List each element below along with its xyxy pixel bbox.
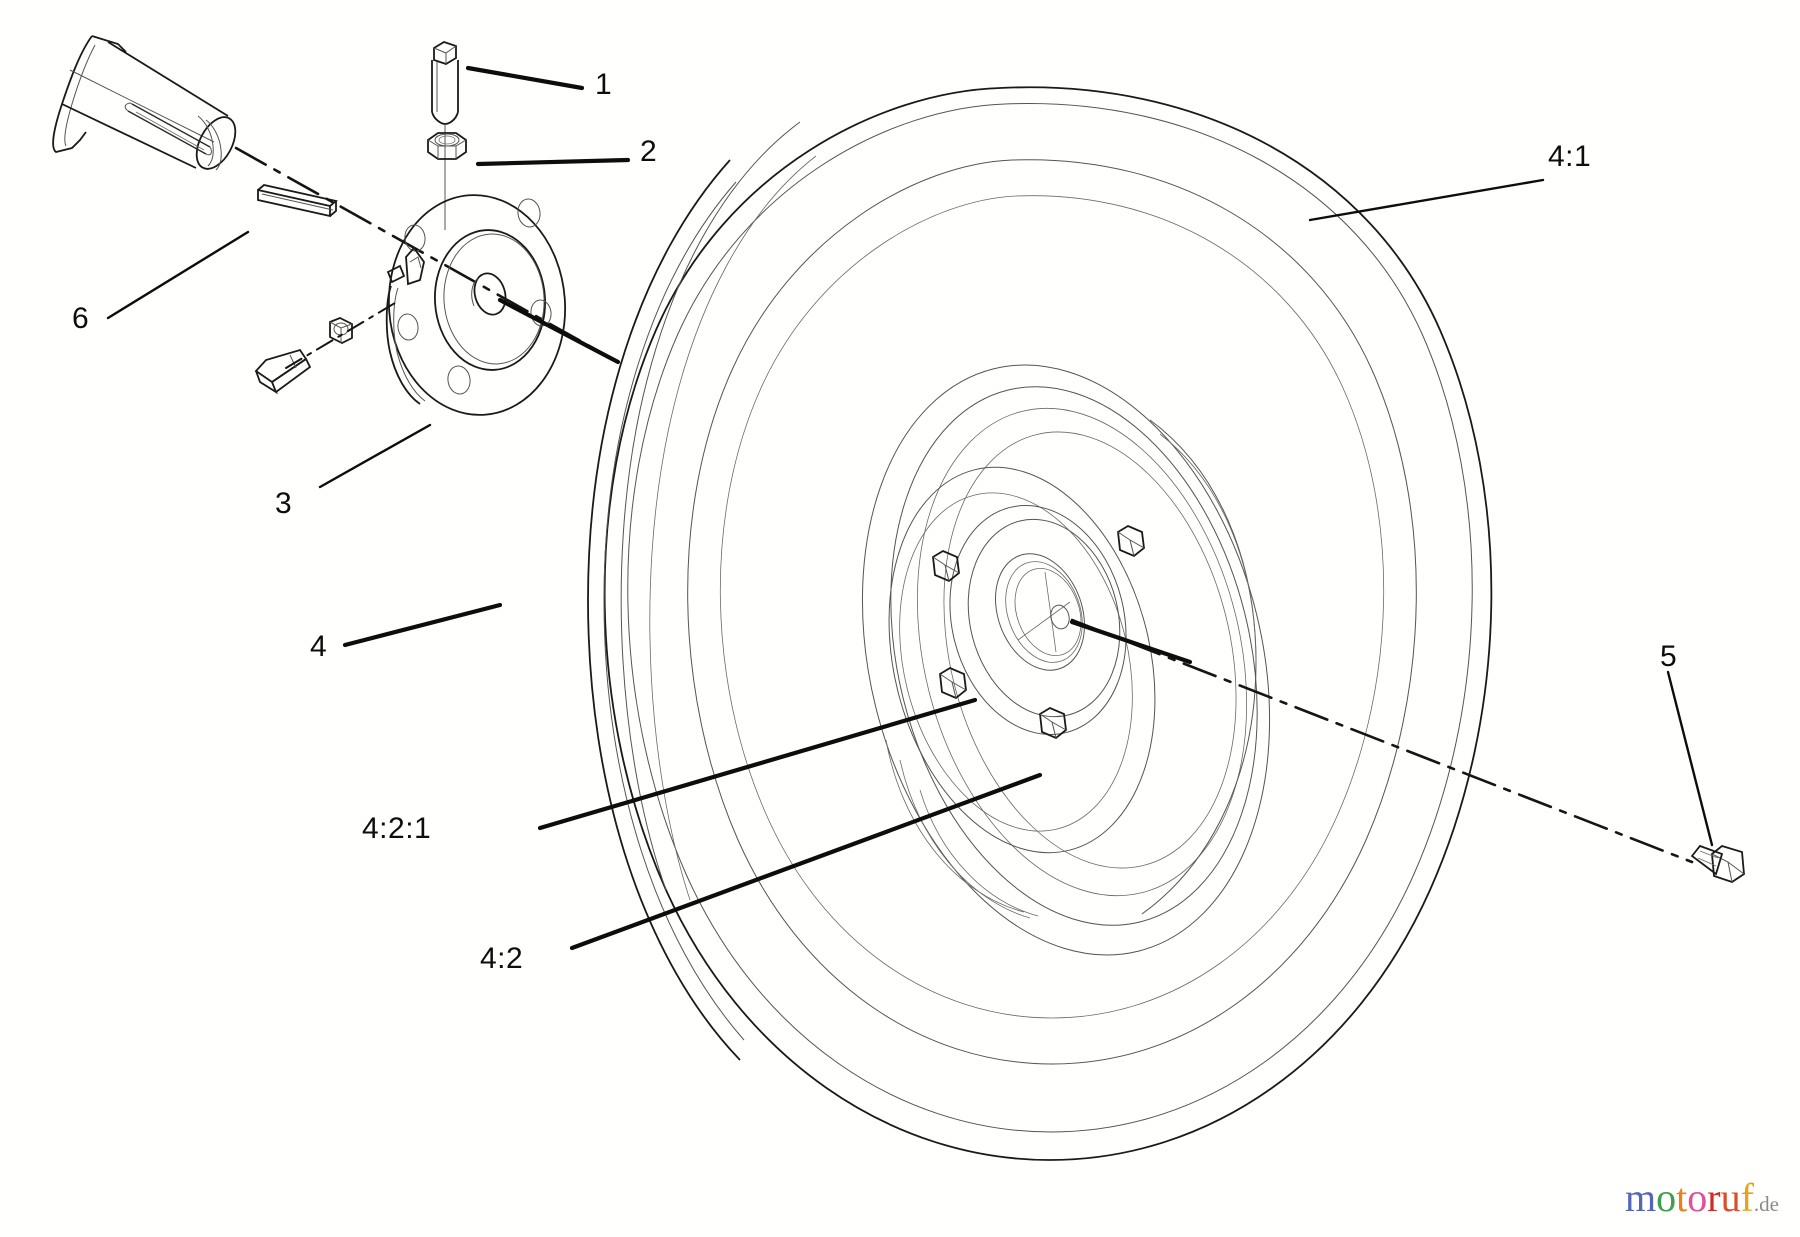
leader-4 xyxy=(342,602,503,648)
watermark-suffix: .de xyxy=(1753,1192,1779,1216)
lug-nut xyxy=(1117,524,1145,558)
axle-shaft-group xyxy=(52,35,338,218)
callout-label-6: 6 xyxy=(72,302,90,335)
tire-part xyxy=(587,86,1493,1161)
watermark-letter-t: t xyxy=(1676,1175,1688,1220)
hex-nut-part xyxy=(427,132,467,230)
callout-label-4-2: 4:2 xyxy=(480,942,524,975)
leader-5 xyxy=(1666,670,1714,847)
valve-stem-part xyxy=(1070,618,1745,883)
callout-label-1: 1 xyxy=(595,68,613,101)
watermark-letter-o2: o xyxy=(1687,1175,1708,1220)
callout-label-3: 3 xyxy=(275,487,293,520)
leader-hub-axis xyxy=(497,297,621,365)
callout-label-4-2-1: 4:2:1 xyxy=(362,812,432,845)
hub-bolt-nut-group xyxy=(254,299,401,395)
leader-4-2-1 xyxy=(537,697,978,831)
leader-lug-detail xyxy=(1069,619,1193,665)
watermark-letter-f: f xyxy=(1740,1175,1754,1220)
callout-label-4: 4 xyxy=(310,630,328,663)
watermark-letter-o1: o xyxy=(1656,1175,1677,1220)
lug-nut xyxy=(939,666,967,700)
rim-part xyxy=(861,364,1271,956)
leader-6 xyxy=(106,230,250,320)
motoruf-watermark: motoruf.de xyxy=(1625,1178,1779,1218)
key-part xyxy=(257,184,338,218)
leader-4-2 xyxy=(569,772,1043,951)
leader-1 xyxy=(465,65,585,91)
watermark-letter-r: r xyxy=(1707,1175,1721,1220)
leader-3 xyxy=(318,423,432,489)
leader-2 xyxy=(475,157,631,167)
lug-nut xyxy=(932,549,960,583)
lug-nut-group xyxy=(932,524,1145,740)
leader-lines xyxy=(106,65,1714,951)
callout-label-2: 2 xyxy=(640,135,658,168)
leader-4-1 xyxy=(1308,178,1545,222)
watermark-letter-m: m xyxy=(1625,1175,1657,1220)
hub-flange-part xyxy=(385,194,567,416)
lug-nut xyxy=(1039,706,1067,740)
callout-label-5: 5 xyxy=(1660,640,1678,673)
cap-bolt-part xyxy=(431,41,459,196)
watermark-letter-u: u xyxy=(1720,1175,1741,1220)
callout-label-4-1: 4:1 xyxy=(1548,140,1592,173)
